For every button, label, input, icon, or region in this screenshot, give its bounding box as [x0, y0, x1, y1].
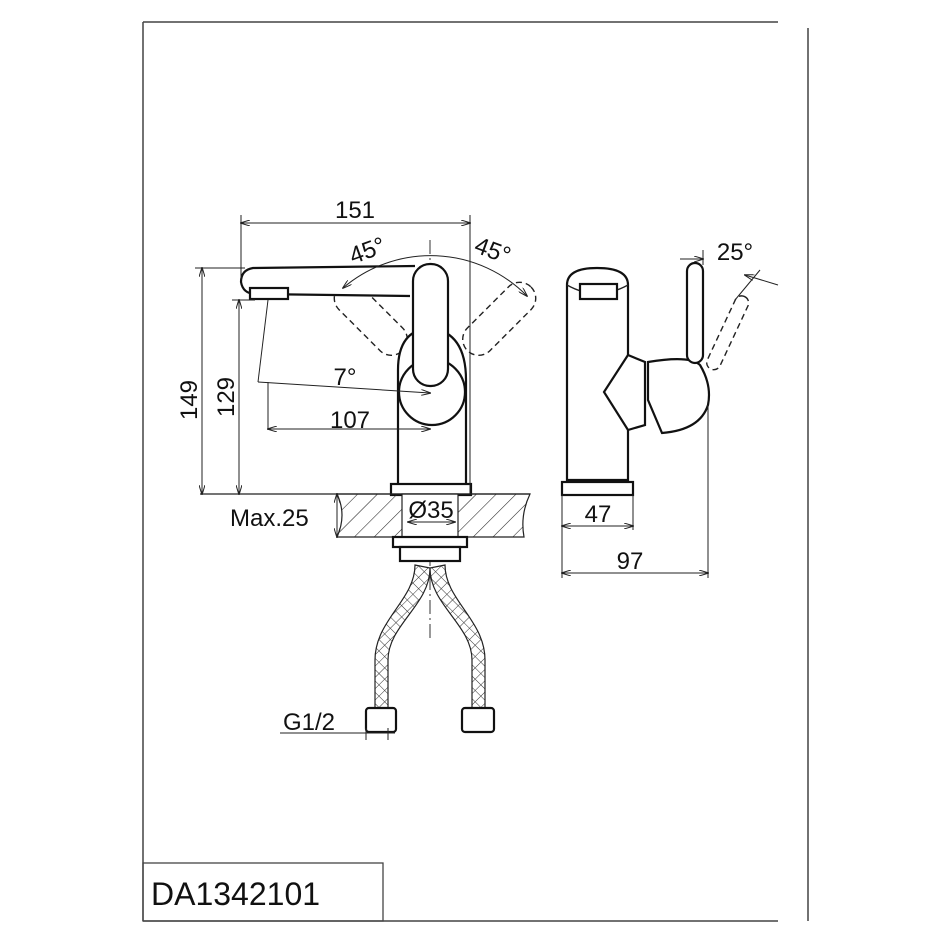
lever-tilt-label: 25°	[717, 239, 753, 266]
connection-label: G1/2	[283, 709, 335, 736]
side-hub-right	[646, 358, 711, 435]
side-hub-left	[602, 353, 647, 432]
hole-diameter-label: Ø35	[408, 497, 453, 524]
drawing-frame	[142, 21, 809, 922]
title-block	[142, 862, 384, 922]
hose-left	[374, 564, 431, 711]
fixing-nut	[391, 535, 469, 549]
spout-height-label: 129	[213, 377, 240, 417]
spout-angle-label: 7°	[334, 364, 357, 391]
side-body	[565, 266, 630, 482]
side-view	[560, 261, 750, 497]
aerator	[248, 286, 290, 301]
front-view	[200, 240, 537, 734]
total-height-label: 149	[176, 380, 203, 420]
side-aerator	[578, 282, 619, 301]
lever-right-position	[462, 281, 537, 356]
front-dimensions	[195, 215, 470, 740]
lever-handle	[411, 262, 450, 388]
width-label: 151	[335, 197, 375, 224]
side-dimensions	[562, 250, 779, 578]
rotation-arc	[343, 255, 527, 296]
side-lever-tilted	[706, 295, 750, 371]
total-depth-label: 97	[617, 548, 644, 575]
connector-right	[460, 706, 496, 734]
reach-label: 107	[330, 407, 370, 434]
side-base	[560, 480, 635, 497]
hose-right	[429, 564, 486, 711]
side-lever	[685, 261, 705, 365]
connector-left	[364, 706, 398, 734]
deck-thickness-label: Max.25	[230, 505, 309, 532]
model-code: DA1342101	[151, 876, 320, 912]
base-depth-label: 47	[585, 501, 612, 528]
